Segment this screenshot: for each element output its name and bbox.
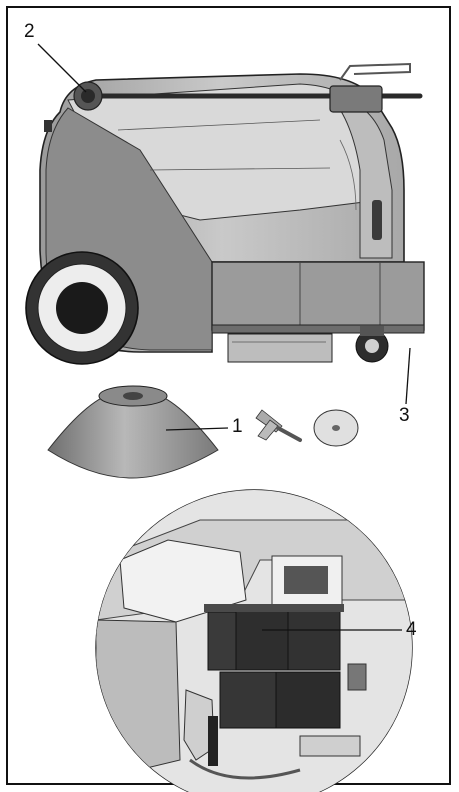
leader-line-2 (37, 43, 87, 93)
callout-2: 2 (24, 21, 35, 42)
callout-1: 1 (232, 416, 243, 437)
machine-illustration (25, 62, 425, 365)
brush-cone-part (47, 385, 219, 479)
leader-line-1 (165, 427, 229, 431)
battery-detail-view (95, 489, 413, 792)
wing-screw-part (255, 409, 302, 442)
washer-part (313, 409, 359, 447)
leader-line-3 (405, 347, 411, 405)
callout-4: 4 (406, 619, 417, 640)
callout-3: 3 (399, 405, 410, 426)
leader-lines (37, 43, 411, 631)
